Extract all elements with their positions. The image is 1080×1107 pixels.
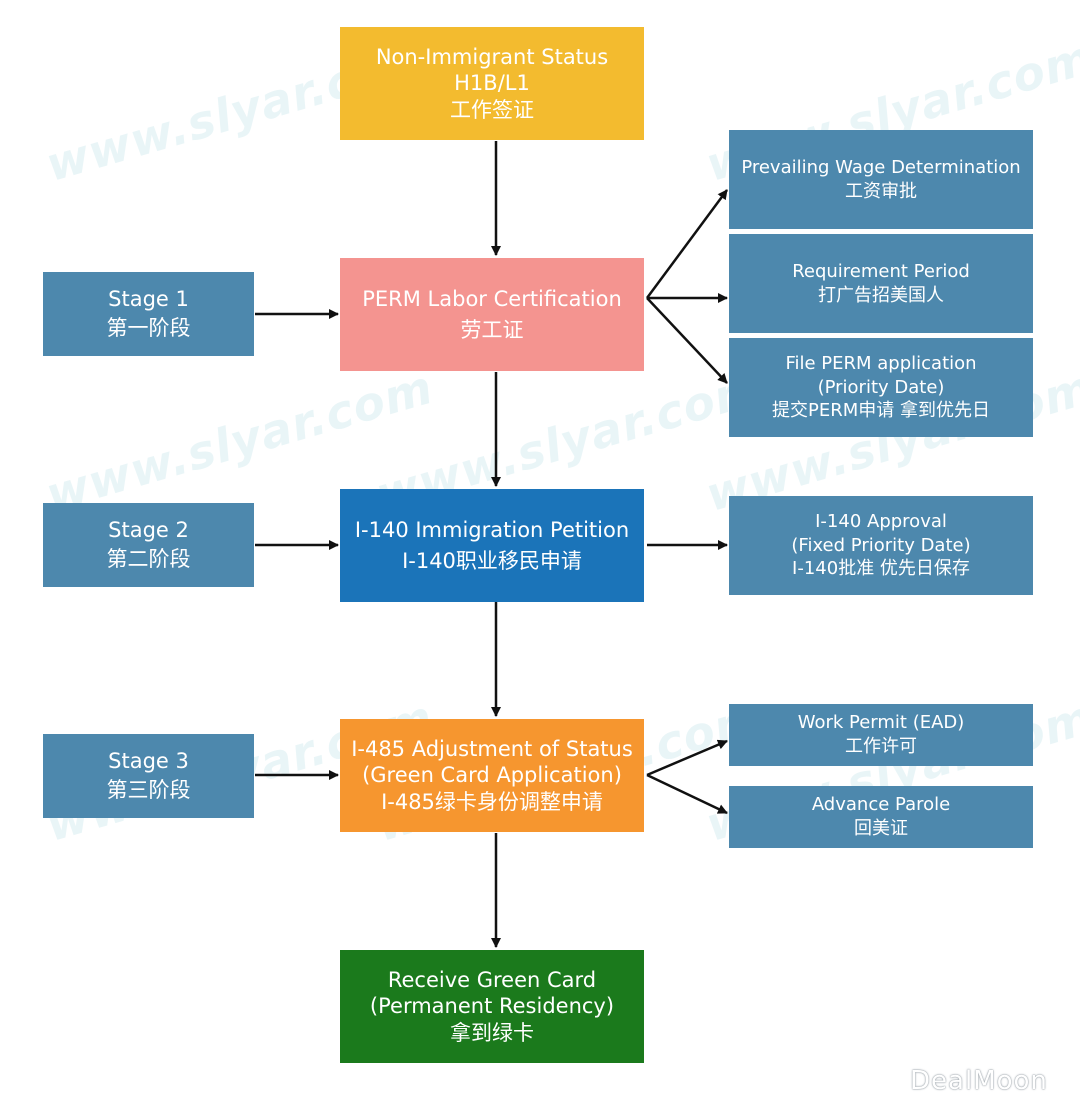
box-line: I-140 Immigration Petition xyxy=(354,518,630,543)
box-line: H1B/L1 xyxy=(454,71,530,96)
advance-parole-box: Advance Parole 回美证 xyxy=(729,786,1033,848)
prevailing-wage-box: Prevailing Wage Determination 工资审批 xyxy=(729,130,1033,229)
i140-immigration-petition-box: I-140 Immigration Petition I-140职业移民申请 xyxy=(340,489,644,602)
box-line: I-485绿卡身份调整申请 xyxy=(381,789,603,814)
requirement-period-box: Requirement Period 打广告招美国人 xyxy=(729,234,1033,333)
box-line: Non-Immigrant Status xyxy=(375,45,609,70)
box-line: 打广告招美国人 xyxy=(818,284,944,306)
box-line: 拿到绿卡 xyxy=(450,1020,534,1045)
box-line: (Permanent Residency) xyxy=(369,994,615,1019)
perm-labor-certification-box: PERM Labor Certification 劳工证 xyxy=(340,258,644,371)
box-line: Receive Green Card xyxy=(387,968,597,993)
file-perm-application-box: File PERM application (Priority Date) 提交… xyxy=(729,338,1033,437)
box-line: (Priority Date) xyxy=(817,376,945,398)
non-immigrant-status-box: Non-Immigrant Status H1B/L1 工作签证 xyxy=(340,27,644,140)
box-line: 回美证 xyxy=(854,818,908,839)
i140-approval-box: I-140 Approval (Fixed Priority Date) I-1… xyxy=(729,496,1033,595)
box-line: 工作许可 xyxy=(845,736,917,757)
stage-label-cn: 第二阶段 xyxy=(106,547,191,571)
box-line: Prevailing Wage Determination xyxy=(741,156,1021,178)
arrow-perm-to-file xyxy=(646,297,728,384)
stage-label: Stage 2 xyxy=(108,517,189,542)
box-line: 提交PERM申请 拿到优先日 xyxy=(772,400,990,422)
box-line: 工作签证 xyxy=(450,97,534,122)
box-line: File PERM application xyxy=(785,352,977,374)
arrow-perm-to-wage xyxy=(645,189,729,299)
box-line: I-140 Approval xyxy=(815,510,947,532)
stage-label: Stage 1 xyxy=(108,286,189,311)
box-line: PERM Labor Certification xyxy=(362,287,622,312)
green-card-box: Receive Green Card (Permanent Residency)… xyxy=(340,950,644,1063)
box-line: I-140职业移民申请 xyxy=(402,548,582,573)
box-line: I-140批准 优先日保存 xyxy=(792,558,970,580)
box-line: 劳工证 xyxy=(460,317,524,342)
i485-adjustment-box: I-485 Adjustment of Status (Green Card A… xyxy=(340,719,644,832)
box-line: 工资审批 xyxy=(845,180,917,202)
arrow-i485-to-ead xyxy=(646,739,728,777)
stage-3-box: Stage 3 第三阶段 xyxy=(43,734,254,818)
dealmoon-logo: DealMoon xyxy=(910,1066,1048,1096)
box-line: I-485 Adjustment of Status xyxy=(351,737,633,762)
arrow-i485-to-parole xyxy=(646,773,728,815)
stage-label-cn: 第一阶段 xyxy=(106,316,191,340)
box-line: (Fixed Priority Date) xyxy=(791,534,971,556)
stage-label-cn: 第三阶段 xyxy=(106,778,191,802)
box-line: Advance Parole xyxy=(811,794,951,816)
stage-1-box: Stage 1 第一阶段 xyxy=(43,272,254,356)
stage-label: Stage 3 xyxy=(108,748,189,773)
box-line: (Green Card Application) xyxy=(362,763,622,788)
box-line: Work Permit (EAD) xyxy=(797,712,965,734)
stage-2-box: Stage 2 第二阶段 xyxy=(43,503,254,587)
box-line: Requirement Period xyxy=(792,260,970,282)
work-permit-box: Work Permit (EAD) 工作许可 xyxy=(729,704,1033,766)
